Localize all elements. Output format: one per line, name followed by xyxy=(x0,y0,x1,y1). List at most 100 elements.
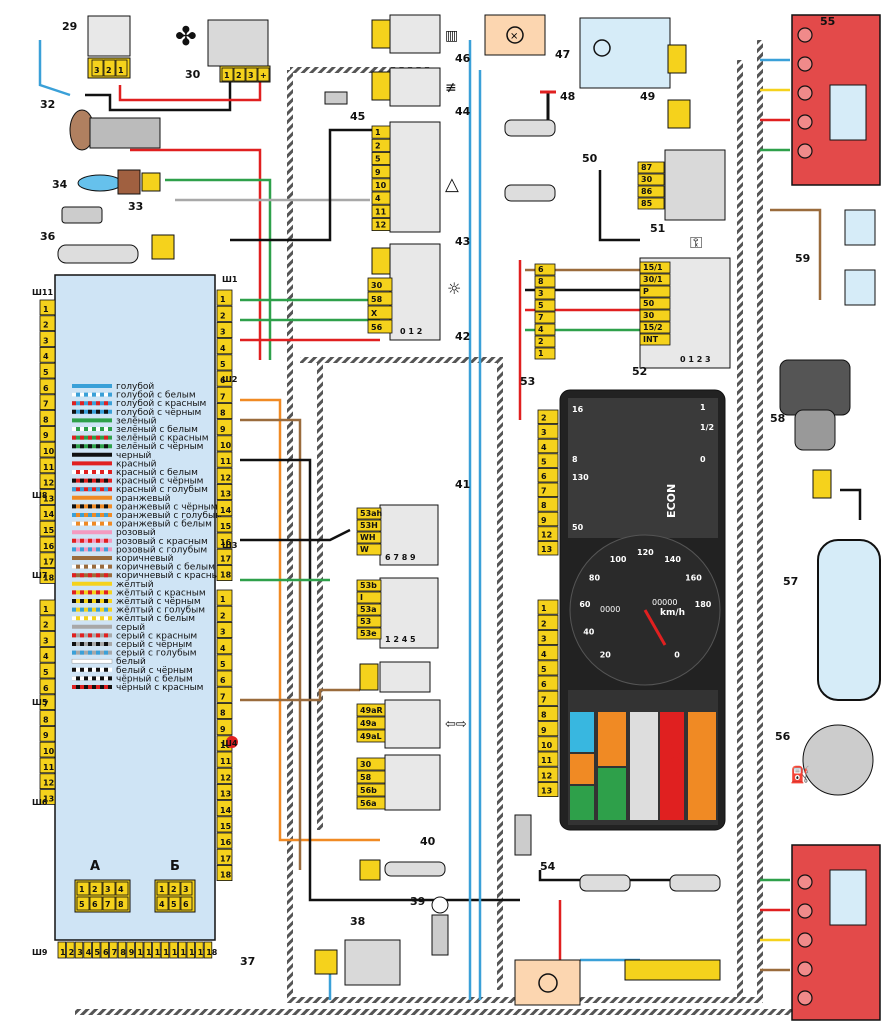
block37-bottom-pin-label: 5 xyxy=(94,948,100,957)
block37-left2-pin xyxy=(39,599,56,616)
block37-left2-pin xyxy=(39,615,56,631)
block37-bottom-pin xyxy=(134,941,144,959)
fan30-pin xyxy=(245,67,258,82)
block37-bottom-pin-label: 4 xyxy=(86,948,92,957)
turn-arrows-icon: ⇦⇨ xyxy=(445,717,467,732)
block37-left-pin xyxy=(39,410,56,426)
block37-left2-pin-label: 6 xyxy=(43,684,49,693)
rear-lamp-bulb xyxy=(797,903,813,919)
legend-label: серый с красным xyxy=(116,631,197,641)
rear-lamp-bulb xyxy=(797,961,813,977)
block-group-label: Ш11 xyxy=(32,288,53,297)
legend-label: оранжевый xyxy=(116,494,171,504)
cluster-bot-pin-label: 9 xyxy=(541,726,547,735)
block37-right2-pin-label: 1 xyxy=(220,595,226,604)
block37-left-pin xyxy=(39,504,56,521)
sw41-bot-pin xyxy=(356,603,382,616)
cluster-top-pin-label: 8 xyxy=(541,501,547,510)
component-label: 52 xyxy=(632,365,647,378)
sw41-bot-pin-label: 53b xyxy=(360,581,377,590)
block-group-label: Ш3 xyxy=(222,541,237,550)
block37-left-pin xyxy=(39,299,56,316)
block37-right-pin-label: 9 xyxy=(220,425,226,434)
component-label: 58 xyxy=(770,412,785,425)
ignition-left-pin-label: 7 xyxy=(538,313,544,322)
component-label: 56 xyxy=(775,730,791,743)
cluster-bot-pin-label: 2 xyxy=(541,619,547,628)
hazard-pin-label: 11 xyxy=(375,207,387,216)
legend-label: чёрный с красным xyxy=(116,683,203,693)
cluster-top-pin-label: 7 xyxy=(541,487,547,496)
block37-right2-pin xyxy=(216,865,233,882)
block37-left-pin-label: 6 xyxy=(43,384,49,393)
ignition-left-pin xyxy=(534,347,556,360)
block37-left-pin-label: 7 xyxy=(43,400,49,409)
ignition-pin xyxy=(639,273,671,286)
component-48-lamp xyxy=(579,17,687,89)
block37-left-pin xyxy=(39,362,56,379)
block37-right2-pin xyxy=(216,800,233,817)
conn-b-pin xyxy=(168,881,181,896)
block37-right-pin-label: 8 xyxy=(220,409,226,418)
block37-right-pin-label: 2 xyxy=(220,311,226,320)
legend-label: жёлтый с белым xyxy=(116,614,195,624)
cluster-top-pin xyxy=(537,409,559,425)
block37-right2-pin-label: 14 xyxy=(220,806,232,815)
conn-b-pin-label: 1 xyxy=(159,885,165,894)
rear-lamp-bulb xyxy=(797,990,813,1006)
block37-left2-pin-label: 8 xyxy=(43,715,49,724)
sw41-bot-pin-label: 53a xyxy=(360,605,377,614)
legend-label: голубой с красным xyxy=(116,399,206,409)
conn-b-pin-label: 2 xyxy=(171,885,177,894)
block37-bottom-pin xyxy=(203,941,213,959)
sw41-bot-pin-label: 53e xyxy=(360,629,377,638)
block37-bottom-pin xyxy=(57,941,66,959)
block37-left-pin xyxy=(39,568,56,584)
block37-right2-pin-label: 13 xyxy=(220,790,231,799)
block37-right2-pin-label: 16 xyxy=(220,838,232,847)
ignition-left-pin xyxy=(534,263,556,276)
fuel-icon: ⛽ xyxy=(790,765,810,784)
legend-label: коричневый xyxy=(116,554,174,564)
block37-right2-pin-label: 2 xyxy=(220,611,226,620)
block37-bottom-pin xyxy=(117,941,127,959)
conn-b-pin-label: 6 xyxy=(183,900,189,909)
component-label: 36 xyxy=(40,230,56,243)
hazard-pin-label: 4 xyxy=(375,194,381,203)
block37-right2-pin xyxy=(216,767,233,784)
block37-left2-pin xyxy=(39,631,56,647)
legend-label: коричневый с красным xyxy=(116,571,226,581)
cluster-bot-pin xyxy=(537,782,559,798)
block37-left2-pin xyxy=(39,678,56,695)
turn-pin-label: 49a xyxy=(360,719,377,728)
block37-right-pin xyxy=(216,354,233,371)
switch42-pin-label: 58 xyxy=(371,295,383,304)
block37-right-pin-label: 18 xyxy=(220,571,232,580)
block-w4-marker xyxy=(226,736,238,748)
connector-a-label: А xyxy=(90,859,100,874)
block-group-label: Ш1 xyxy=(222,275,238,284)
component-56-fuel-sender: ⛽ xyxy=(790,724,874,796)
relay29-pin-label: 3 xyxy=(94,66,100,75)
conn-b-pin-label: 4 xyxy=(159,900,165,909)
gauge-mark: 1 xyxy=(700,403,706,412)
component-59-plate-lights xyxy=(844,209,876,306)
legend-label: голубой xyxy=(116,382,154,392)
block37-bottom-pin-label: 9 xyxy=(129,948,135,957)
block37-left-pin-label: 1 xyxy=(43,305,49,314)
block37-bottom-pin-label: 12 xyxy=(155,948,166,957)
conn-a-pin xyxy=(102,881,116,896)
sw41-top-pin-label: W xyxy=(360,545,369,554)
connector-b-label: Б xyxy=(170,859,180,874)
legend-label: красный с чёрным xyxy=(116,477,203,487)
block37-left2-pin-label: 5 xyxy=(43,668,49,677)
relay29-pin xyxy=(103,59,116,77)
switch42-pin-label: X xyxy=(371,309,378,318)
component-label: 47 xyxy=(555,48,570,61)
block37-left-pin xyxy=(39,457,56,474)
component-label: 38 xyxy=(350,915,365,928)
conn-b-pin xyxy=(168,896,181,911)
